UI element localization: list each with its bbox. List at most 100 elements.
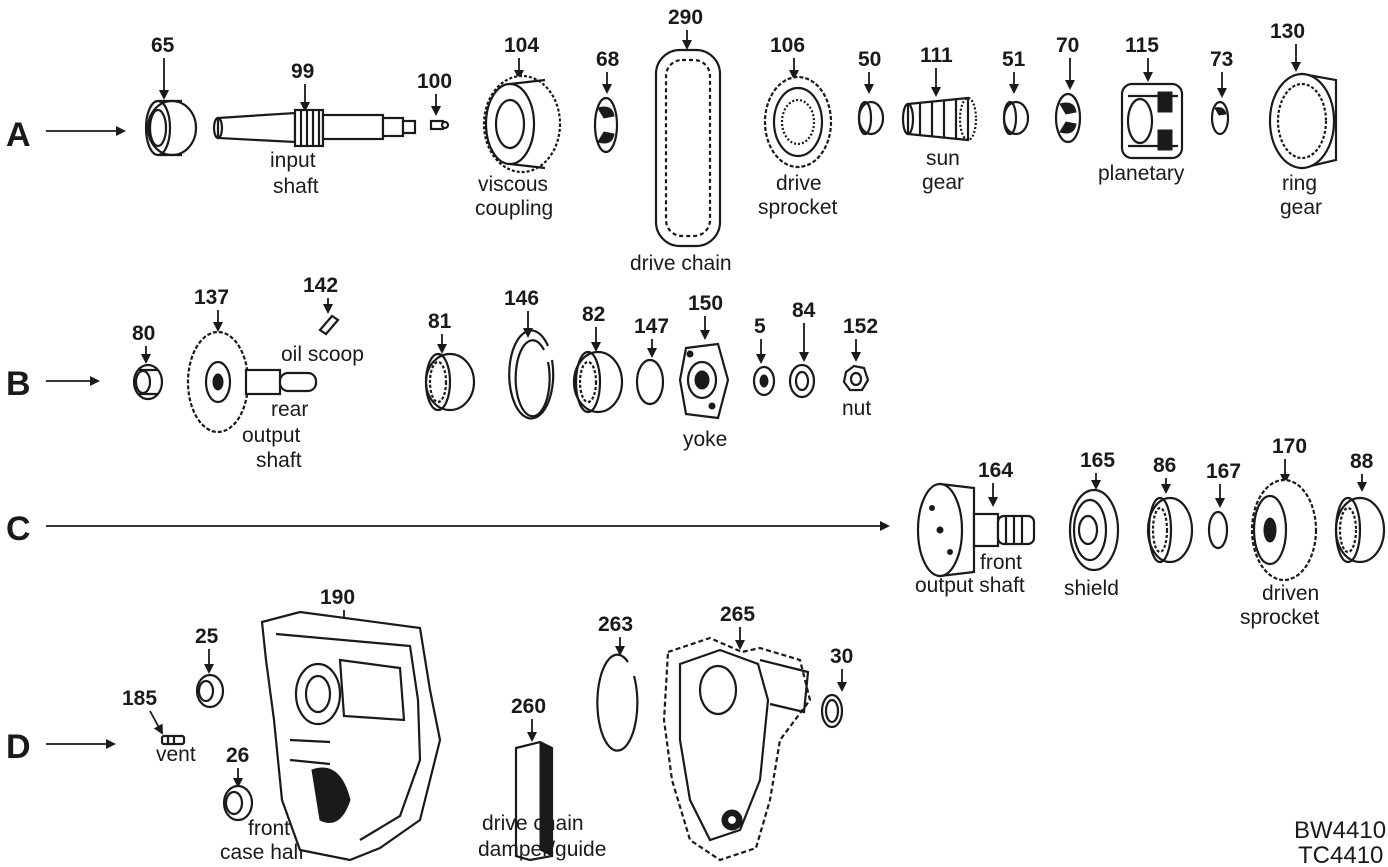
- snap-ring-167: 167: [1206, 460, 1241, 550]
- yoke-150: 150 yoke: [678, 292, 730, 451]
- row-letter: A: [6, 116, 31, 154]
- washer-70: 70: [1054, 34, 1082, 144]
- damper-guide-260: 260 drive chain damper/guide: [478, 695, 606, 862]
- part-label: sprocket: [1240, 606, 1320, 629]
- part-label: gear: [922, 171, 964, 194]
- shield-165: 165 shield: [1064, 449, 1120, 600]
- part-label: shield: [1064, 577, 1119, 600]
- part-number: 84: [792, 299, 816, 322]
- ring-gear-130: 130 ring gear: [1268, 20, 1338, 219]
- part-number: 185: [122, 687, 157, 710]
- part-label: vent: [156, 743, 196, 766]
- row-c: C: [6, 510, 890, 548]
- row-d: D: [6, 728, 116, 766]
- part-label: rear: [271, 398, 308, 421]
- part-number: 260: [511, 695, 546, 718]
- seal-5: 5: [752, 315, 776, 397]
- bearing-65: 65: [144, 34, 198, 157]
- part-label: sprocket: [758, 196, 838, 219]
- part-number: 137: [194, 286, 229, 309]
- part-number: 70: [1056, 34, 1079, 57]
- front-output-shaft-164: 164 front output shaft: [915, 459, 1036, 597]
- part-label: driven: [1262, 582, 1319, 605]
- part-number: 99: [291, 60, 314, 83]
- part-label: case half: [220, 841, 304, 864]
- part-label: shaft: [273, 175, 319, 198]
- part-label: input: [270, 149, 316, 172]
- rear-case-half-265: 265: [662, 603, 812, 862]
- bearing-88: 88: [1334, 450, 1386, 564]
- part-number: 146: [504, 287, 539, 310]
- part-label: sun: [926, 147, 960, 170]
- row-letter: C: [6, 510, 31, 548]
- seal-26: 26 front case half: [220, 744, 304, 864]
- row-letter: B: [6, 365, 31, 403]
- rear-output-shaft-137: 137 rear output shaft: [186, 286, 318, 472]
- drawing-code-line: BW4410: [1294, 817, 1386, 844]
- part-number: 150: [688, 292, 723, 315]
- bearing-86: 86: [1146, 454, 1194, 564]
- bushing-51: 51: [1002, 48, 1030, 136]
- part-number: 263: [598, 613, 633, 636]
- seal-84: 84: [788, 299, 816, 399]
- part-number: 190: [320, 586, 355, 609]
- row-letter: D: [6, 728, 31, 766]
- part-label: yoke: [683, 428, 727, 451]
- part-number: 51: [1002, 48, 1026, 71]
- part-number: 115: [1125, 34, 1159, 57]
- part-label: planetary: [1098, 162, 1185, 185]
- pin-100: 100: [417, 70, 452, 131]
- bearing-82: 82: [572, 303, 624, 414]
- part-number: 88: [1350, 450, 1374, 473]
- part-number: 26: [226, 744, 249, 767]
- part-number: 50: [858, 48, 881, 71]
- row-a: A: [6, 116, 126, 154]
- part-label: shaft: [256, 449, 302, 472]
- part-number: 265: [720, 603, 755, 626]
- part-number: 142: [303, 274, 338, 297]
- part-label: front: [248, 817, 290, 840]
- part-number: 147: [634, 315, 669, 338]
- drawing-code-line: TC4410: [1298, 842, 1383, 867]
- driven-sprocket-170: 170 driven sprocket: [1240, 435, 1320, 629]
- part-number: 81: [428, 310, 452, 333]
- snap-ring-146: 146: [504, 287, 555, 420]
- part-number: 164: [978, 459, 1013, 482]
- part-number: 104: [504, 34, 539, 57]
- part-number: 30: [830, 645, 853, 668]
- part-label: output shaft: [915, 574, 1025, 597]
- planetary-115: 115 planetary: [1098, 34, 1185, 185]
- washer-73: 73: [1210, 48, 1233, 136]
- washer-68: 68: [593, 48, 620, 154]
- snap-ring-147: 147: [634, 315, 669, 406]
- nut-152: 152 nut: [842, 315, 878, 420]
- part-label: drive chain: [482, 812, 584, 835]
- part-number: 152: [843, 315, 878, 338]
- bearing-80: 80: [132, 322, 164, 401]
- seal-30: 30: [820, 645, 853, 729]
- drive-chain-290: 290 drive chain: [630, 6, 732, 275]
- part-label: gear: [1280, 196, 1322, 219]
- part-number: 170: [1272, 435, 1307, 458]
- sun-gear-111: 111 sun gear: [901, 44, 978, 194]
- part-number: 130: [1270, 20, 1305, 43]
- bearing-81: 81: [424, 310, 476, 412]
- part-label: coupling: [475, 197, 553, 220]
- part-number: 5: [754, 315, 766, 338]
- part-label: viscous: [478, 173, 548, 196]
- part-number: 25: [195, 625, 219, 648]
- drive-sprocket-106: 106 drive sprocket: [758, 34, 838, 219]
- part-label: oil scoop: [281, 343, 364, 366]
- part-number: 68: [596, 48, 620, 71]
- oil-scoop-142: 142 oil scoop: [281, 274, 364, 366]
- part-label: front: [980, 551, 1022, 574]
- snap-ring-263: 263: [596, 613, 639, 752]
- part-number: 106: [770, 34, 805, 57]
- part-number: 86: [1153, 454, 1176, 477]
- front-case-half-190: 190: [260, 586, 442, 862]
- viscous-coupling-104: 104 viscous coupling: [475, 34, 562, 220]
- part-number: 82: [582, 303, 605, 326]
- seal-25: 25: [195, 625, 225, 709]
- part-label: nut: [842, 397, 871, 420]
